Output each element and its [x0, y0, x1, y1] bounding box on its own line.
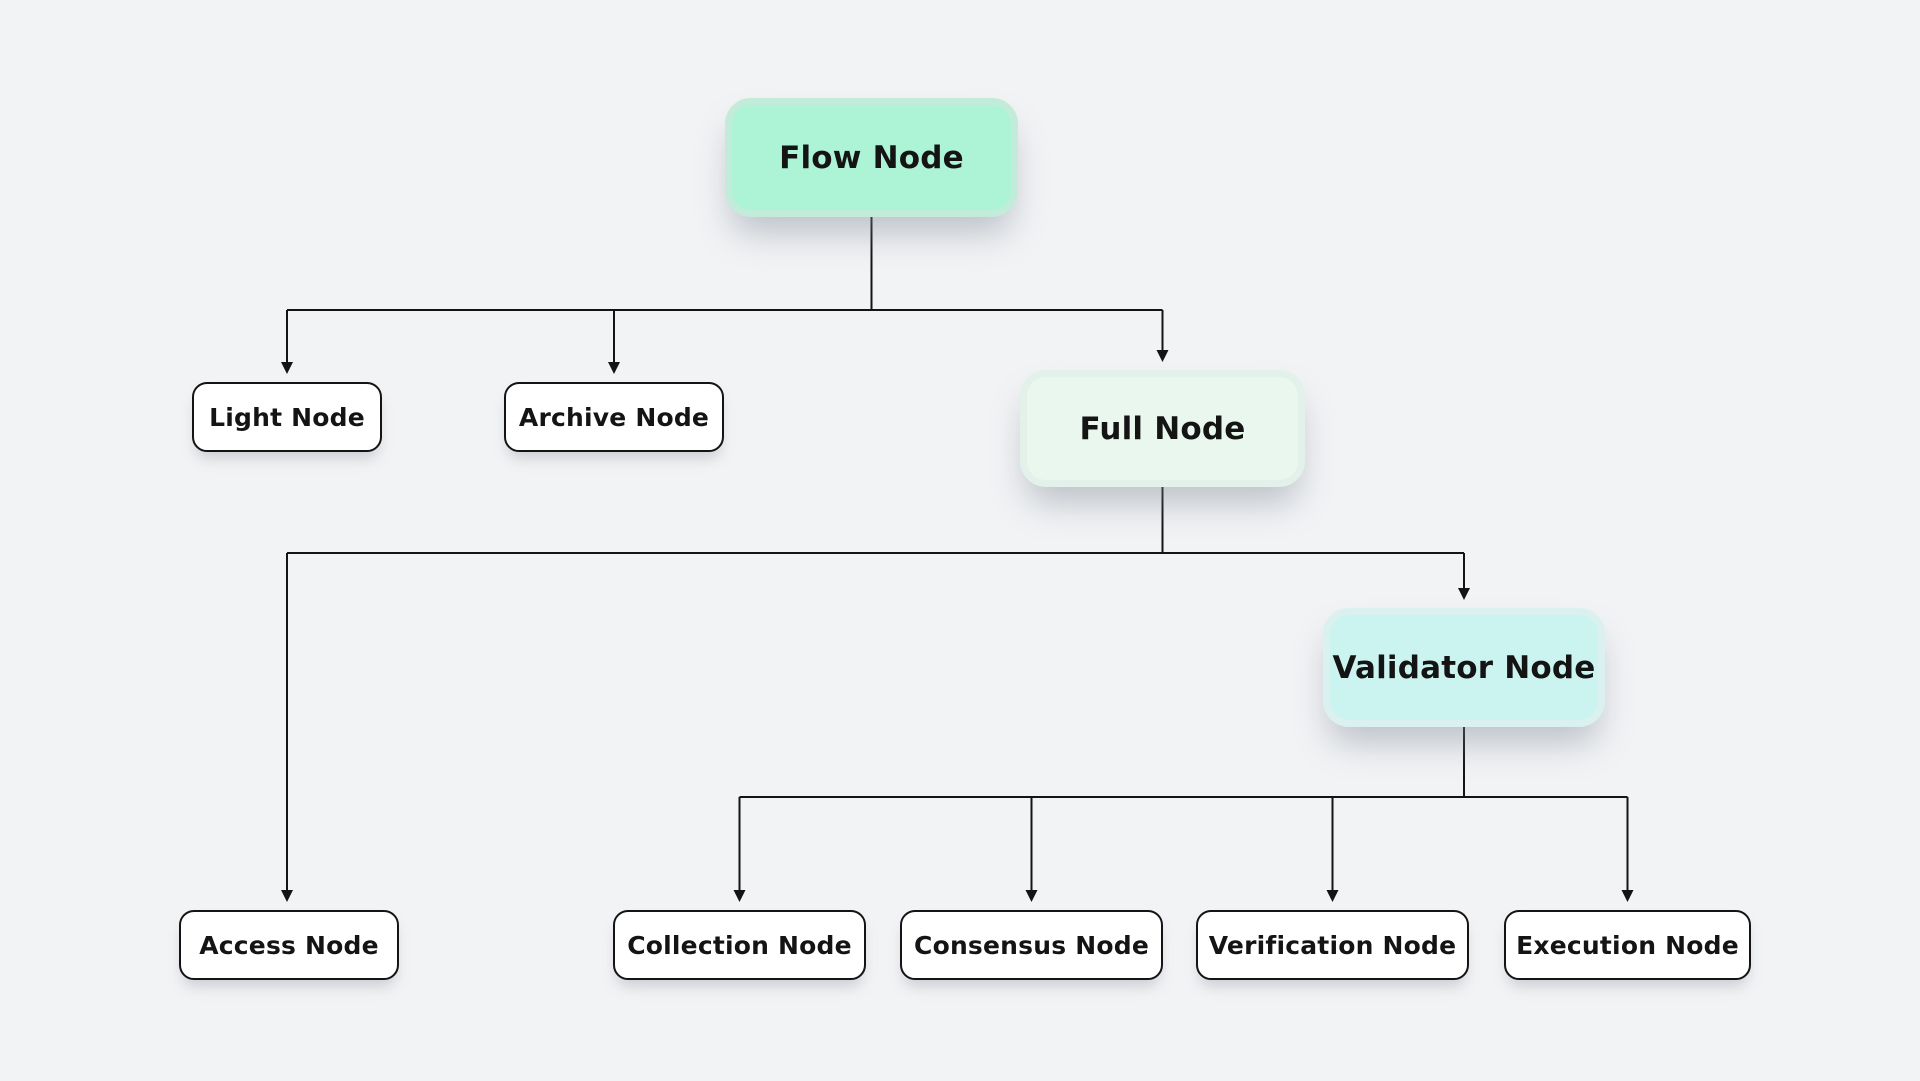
node-full-label: Full Node: [1079, 410, 1246, 447]
edge-validator-bus: [739, 727, 1628, 798]
node-verification: Verification Node: [1196, 910, 1469, 980]
node-flow-label: Flow Node: [779, 139, 964, 176]
node-execution: Execution Node: [1504, 910, 1751, 980]
node-light: Light Node: [192, 382, 382, 452]
edge-full-bus: [287, 487, 1464, 554]
node-validator: Validator Node: [1323, 608, 1605, 727]
node-execution-label: Execution Node: [1516, 930, 1739, 960]
node-light-label: Light Node: [209, 402, 365, 432]
node-consensus: Consensus Node: [900, 910, 1163, 980]
node-collection-label: Collection Node: [627, 930, 852, 960]
node-validator-label: Validator Node: [1332, 649, 1596, 686]
node-archive-label: Archive Node: [518, 402, 710, 432]
node-full: Full Node: [1020, 370, 1305, 487]
node-collection: Collection Node: [613, 910, 866, 980]
edge-flow-bus: [287, 217, 1163, 311]
node-verification-label: Verification Node: [1208, 930, 1457, 960]
node-access-label: Access Node: [199, 930, 379, 960]
node-flow: Flow Node: [725, 98, 1018, 217]
node-consensus-label: Consensus Node: [914, 930, 1149, 960]
node-archive: Archive Node: [504, 382, 724, 452]
node-access: Access Node: [179, 910, 399, 980]
